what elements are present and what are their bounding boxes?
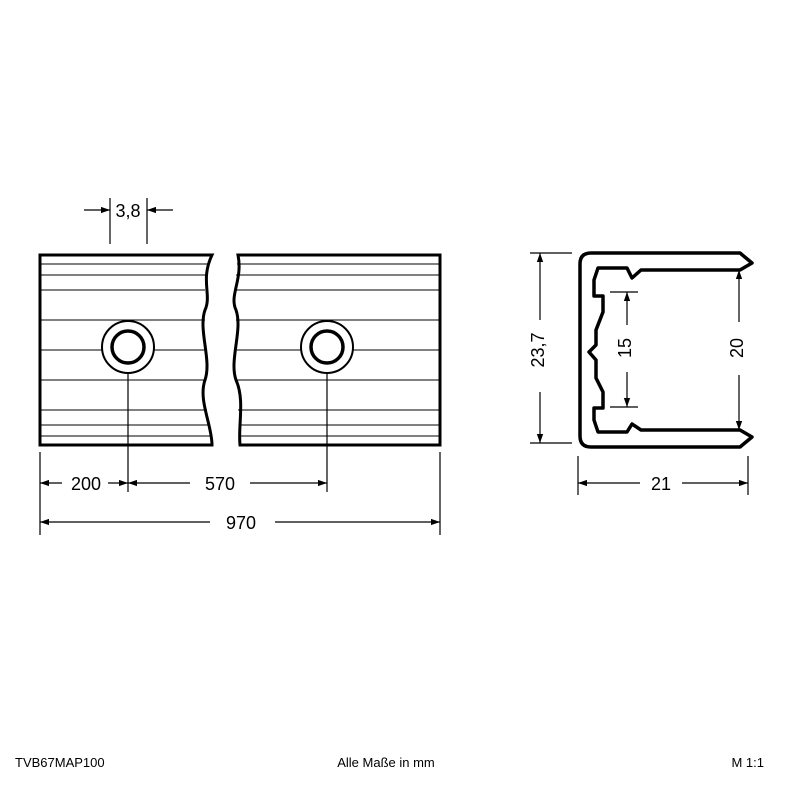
profile-extension-lines (530, 252, 749, 495)
dim-label-profile-height: 23,7 (528, 332, 548, 367)
front-view-right-segment (232, 253, 442, 447)
dim-label-first-hole: 200 (71, 474, 101, 494)
left-segment-outline (38, 253, 215, 447)
cross-section-profile (578, 251, 754, 449)
footer-units-note: Alle Maße in mm (337, 755, 435, 770)
dim-label-total-length: 970 (226, 513, 256, 533)
dim-label-inner-height: 20 (727, 338, 747, 358)
right-segment-outline (232, 253, 442, 447)
front-view-left-segment (38, 253, 215, 447)
extension-lines (39, 373, 441, 535)
dim-label-inner-short: 15 (615, 338, 635, 358)
dim-label-profile-width: 21 (651, 474, 671, 494)
dim-label-slot-width: 3,8 (115, 201, 140, 221)
profile-outer-contour (578, 251, 754, 449)
dim-label-hole-spacing: 570 (205, 474, 235, 494)
right-segment-groove-lines (235, 263, 440, 437)
footer-scale: M 1:1 (731, 755, 764, 770)
mounting-hole-1-inner (110, 329, 146, 365)
footer-part-number: TVB67MAP100 (15, 755, 105, 770)
mounting-hole-2-inner (309, 329, 345, 365)
dimension-slot-width (84, 198, 173, 244)
